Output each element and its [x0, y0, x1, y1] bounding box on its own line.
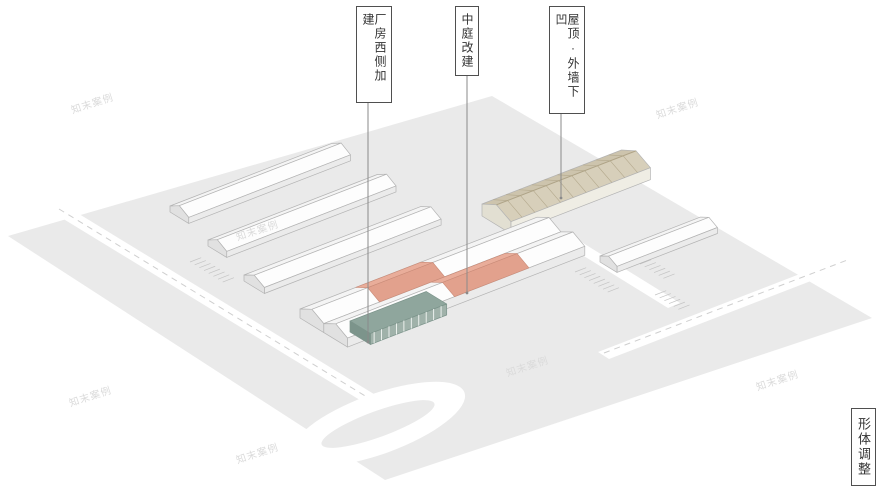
tan-roof-rafter — [570, 169, 585, 172]
road-loop-island — [321, 400, 435, 448]
corner-label-text: 形体调整 — [856, 417, 871, 477]
tan-roof-rafter — [582, 164, 598, 167]
annotation-west-addition: 厂房西侧加建 — [356, 6, 392, 103]
parking-stripe — [208, 268, 220, 274]
leader-west-addition-tip — [366, 340, 370, 344]
annotation-roof-wall-recess-label: 屋顶·外墙下凹 — [554, 13, 580, 99]
annotation-west-addition-label: 厂房西侧加建 — [361, 13, 387, 83]
parking-stripe — [588, 275, 601, 281]
shed-east-small-gable-end — [599, 255, 618, 273]
parking-stripe — [673, 301, 685, 307]
shed-1-gable-end — [169, 205, 190, 224]
main-shed-far-bay-gable-end — [299, 308, 325, 333]
parking-stripe — [574, 267, 587, 273]
annotation-roof-wall-recess: 屋顶·外墙下凹 — [549, 6, 585, 114]
corner-label-form-adjustment: 形体调整 — [851, 408, 876, 486]
leader-roof-wall-recess-tip — [559, 196, 563, 200]
parking-stripe — [607, 287, 620, 293]
parking-stripe — [644, 262, 656, 268]
parking-stripe — [199, 263, 211, 269]
parking-stripe — [203, 265, 216, 271]
parking-stripe — [579, 270, 591, 276]
tan-roof-rafter — [597, 165, 613, 183]
parking-stripe — [194, 260, 206, 266]
tan-roof-rafter — [608, 154, 624, 157]
parking-stripe — [654, 290, 667, 296]
tan-roof-ridge — [496, 150, 637, 206]
parking-stripe — [213, 271, 225, 277]
parking-stripe — [598, 281, 610, 287]
tan-roof-rafter — [518, 189, 534, 191]
tan-roof-rafter — [505, 194, 521, 196]
parking-stripe — [189, 257, 202, 263]
annotation-atrium-rebuild-label: 中庭改建 — [460, 13, 474, 69]
tan-roof-rafter — [507, 200, 523, 218]
parking-stripe — [659, 293, 671, 299]
tan-roof-rafter — [584, 170, 600, 188]
road-east — [598, 255, 860, 359]
parking-stripe — [664, 296, 676, 302]
parking-stripe — [584, 273, 596, 279]
west-addition-end-wall — [349, 320, 371, 345]
parking-stripe — [663, 273, 675, 279]
tan-roof-rafter — [531, 184, 547, 186]
tan-roof-rafter — [533, 190, 548, 208]
parking-stripe — [678, 304, 690, 310]
parking-stripe — [593, 278, 605, 284]
main-shed-near-bay-gable-end — [323, 323, 348, 348]
tan-roof-rafter — [493, 199, 508, 201]
annotation-atrium-rebuild: 中庭改建 — [455, 6, 479, 76]
tan-roof-rafter — [520, 195, 536, 213]
tan-roof-rafter — [610, 160, 625, 178]
parking-stripe — [649, 265, 661, 271]
road-marking — [58, 208, 417, 428]
parking-stripe — [602, 284, 615, 290]
tan-roof-rafter — [557, 174, 572, 176]
shed-3-gable-end — [243, 274, 265, 294]
parking-stripe — [653, 267, 666, 273]
tan-roof-rafter — [544, 179, 559, 181]
atrium-patch-2-near — [442, 253, 530, 298]
leader-atrium-rebuild-tip — [465, 291, 469, 295]
tan-roof-rafter — [571, 175, 587, 193]
parking-stripe — [658, 270, 670, 276]
shed-2-gable-end — [207, 239, 228, 258]
tan-roof-rafter — [622, 155, 638, 173]
parking-stripe — [639, 259, 652, 265]
parking-stripe — [222, 277, 235, 283]
parking-stripe — [217, 274, 230, 280]
tan-roof-rafter — [545, 185, 561, 203]
tan-roof-rafter — [595, 159, 611, 162]
parking-stripe — [668, 298, 681, 304]
